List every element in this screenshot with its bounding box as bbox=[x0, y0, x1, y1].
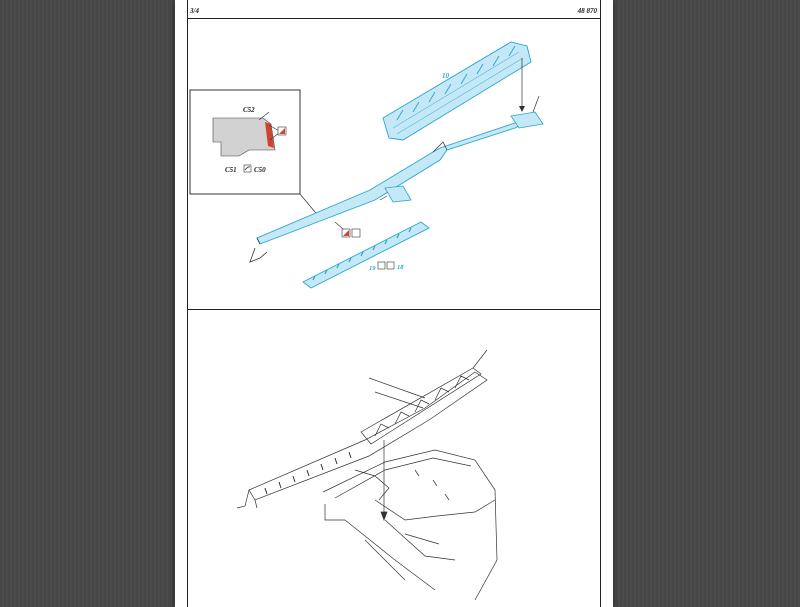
upper-assembly-diagram: 10 19 18 bbox=[189, 41, 544, 289]
etch-tab bbox=[384, 185, 412, 203]
etch-part-18-19: 19 18 bbox=[302, 221, 430, 289]
part-label-19: 19 bbox=[369, 265, 376, 272]
page-frame bbox=[187, 0, 601, 607]
label-c51: C51 bbox=[225, 166, 237, 174]
glue-icon bbox=[243, 164, 252, 173]
etch-part-10: 10 bbox=[382, 41, 544, 141]
instruction-page: 3/4 48 870 bbox=[175, 0, 613, 607]
header-rule bbox=[187, 18, 601, 19]
glue-icon-2 bbox=[386, 261, 395, 270]
kit-number: 48 870 bbox=[577, 7, 597, 15]
label-c50: C50 bbox=[254, 166, 266, 174]
section-divider bbox=[187, 309, 601, 310]
bend-icon bbox=[377, 261, 386, 270]
glue-callout-icon bbox=[351, 228, 361, 238]
page-number: 3/4 bbox=[190, 7, 199, 15]
part-label-18: 18 bbox=[397, 264, 404, 271]
part-label-10: 10 bbox=[442, 72, 450, 80]
lower-assembly-diagram bbox=[236, 349, 498, 601]
assembly-illustration: 10 19 18 bbox=[189, 41, 544, 601]
detail-inset bbox=[189, 89, 321, 219]
label-c52: C52 bbox=[243, 106, 255, 114]
